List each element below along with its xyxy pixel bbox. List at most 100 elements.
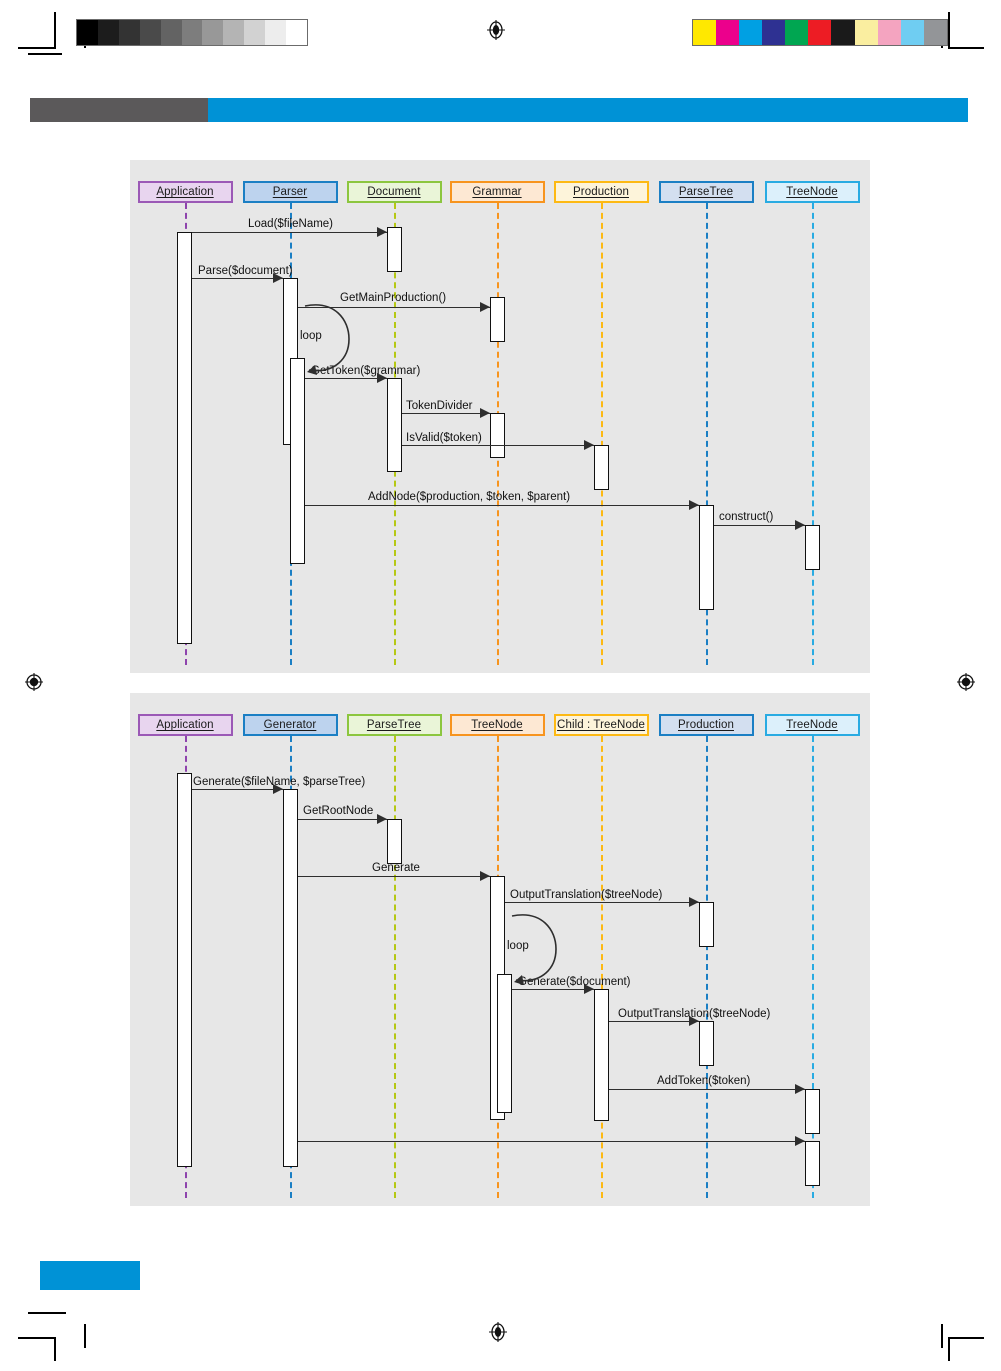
footer-band xyxy=(40,1261,140,1290)
participant-grammar[interactable]: Grammar xyxy=(449,181,545,203)
color-swatch xyxy=(854,20,878,45)
lifeline-parsetree xyxy=(706,203,708,665)
registration-target-icon xyxy=(489,1322,507,1342)
participant-treenode[interactable]: TreeNode xyxy=(764,181,860,203)
arrowhead-icon xyxy=(377,227,387,237)
crop-mark xyxy=(54,1337,56,1361)
participant-label: Parser xyxy=(272,186,308,198)
participant-label: Generator xyxy=(263,719,317,731)
message-arrow xyxy=(298,876,490,877)
message-label: AddToken($token) xyxy=(657,1075,751,1087)
message-arrow xyxy=(402,413,490,414)
activation-bar xyxy=(387,227,402,272)
message-label: OutputTranslation($treeNode) xyxy=(510,889,663,901)
participant-label: Application xyxy=(156,186,214,198)
participant-production[interactable]: Production xyxy=(553,181,649,203)
grayscale-swatch xyxy=(77,20,98,45)
arrowhead-icon xyxy=(377,373,387,383)
arrowhead-icon xyxy=(584,440,594,450)
crop-mark xyxy=(948,1337,984,1339)
participant-child-treenode[interactable]: Child : TreeNode xyxy=(553,714,649,736)
crop-mark xyxy=(84,1324,86,1348)
registration-target-icon xyxy=(957,673,975,691)
participant-label: Grammar xyxy=(472,186,522,198)
arrowhead-icon xyxy=(480,408,490,418)
activation-bar xyxy=(290,358,305,564)
lifeline-parsetree xyxy=(394,736,396,1198)
participant-document[interactable]: Document xyxy=(346,181,442,203)
activation-bar xyxy=(805,525,820,570)
participant-label: TreeNode xyxy=(471,719,523,731)
crop-mark xyxy=(948,1337,950,1361)
activation-bar xyxy=(387,819,402,864)
grayscale-swatch xyxy=(139,20,161,45)
participant-treenode[interactable]: TreeNode xyxy=(449,714,545,736)
activation-bar xyxy=(497,974,512,1113)
message-label: Load($fileName) xyxy=(248,218,334,230)
arrowhead-icon xyxy=(689,1016,699,1026)
grayscale-swatch xyxy=(244,20,266,45)
participant-label: Application xyxy=(156,719,214,731)
color-swatch xyxy=(785,20,809,45)
message-arrow xyxy=(714,525,805,526)
color-swatch xyxy=(900,20,924,45)
message-arrow xyxy=(192,789,283,790)
parse-sequence-diagram: Application Parser Document Grammar Producti… xyxy=(130,160,870,673)
lifeline-treenode xyxy=(812,736,814,1198)
loop-fragment-label: loop xyxy=(507,940,529,952)
activation-bar xyxy=(387,378,402,472)
participant-parser[interactable]: Parser xyxy=(242,181,338,203)
message-label: Generate xyxy=(372,862,420,874)
crop-mark xyxy=(54,12,56,48)
grayscale-swatch xyxy=(265,20,287,45)
message-label: AddNode($production, $token, $parent) xyxy=(368,491,571,503)
participant-label: ParseTree xyxy=(366,719,422,731)
header-band-left-segment xyxy=(30,98,208,122)
lifeline-production xyxy=(706,736,708,1198)
crop-mark xyxy=(28,53,62,55)
message-arrow xyxy=(402,445,594,446)
arrowhead-icon xyxy=(273,784,283,794)
arrowhead-icon xyxy=(584,984,594,994)
arrowhead-icon xyxy=(795,1136,805,1146)
message-arrow xyxy=(305,505,699,506)
arrowhead-icon xyxy=(480,302,490,312)
participant-parsetree[interactable]: ParseTree xyxy=(346,714,442,736)
generate-sequence-diagram: Application Generator ParseTree TreeNode Chi… xyxy=(130,693,870,1206)
color-swatch xyxy=(716,20,740,45)
color-swatch xyxy=(877,20,901,45)
registration-target-icon xyxy=(25,673,43,691)
participant-application[interactable]: Application xyxy=(137,714,233,736)
grayscale-calibration-bar xyxy=(76,19,308,46)
participant-application[interactable]: Application xyxy=(137,181,233,203)
color-swatch xyxy=(923,20,947,45)
activation-bar xyxy=(699,505,714,610)
arrowhead-icon xyxy=(689,897,699,907)
color-swatch xyxy=(693,20,717,45)
activation-bar xyxy=(594,989,609,1121)
color-calibration-bar xyxy=(692,19,948,46)
participant-label: TreeNode xyxy=(786,719,838,731)
message-label: Parse($document) xyxy=(198,265,293,277)
activation-bar xyxy=(594,445,609,490)
message-arrow xyxy=(305,378,387,379)
arrowhead-icon xyxy=(689,500,699,510)
message-arrow xyxy=(298,1141,805,1142)
participant-label: Production xyxy=(678,719,734,731)
arrowhead-icon xyxy=(480,871,490,881)
color-swatch xyxy=(808,20,832,45)
message-label: GetMainProduction() xyxy=(340,292,447,304)
loop-fragment xyxy=(511,908,560,990)
activation-bar xyxy=(177,232,192,644)
message-label: IsValid($token) xyxy=(406,432,482,444)
activation-bar xyxy=(805,1141,820,1186)
participant-label: Document xyxy=(367,186,421,198)
participant-production[interactable]: Production xyxy=(658,714,754,736)
message-label: Generate($fileName, $parseTree) xyxy=(193,776,366,788)
message-arrow xyxy=(609,1021,699,1022)
header-band xyxy=(30,98,968,122)
participant-treenode[interactable]: TreeNode xyxy=(764,714,860,736)
participant-parsetree[interactable]: ParseTree xyxy=(658,181,754,203)
participant-generator[interactable]: Generator xyxy=(242,714,338,736)
activation-bar xyxy=(699,1021,714,1066)
